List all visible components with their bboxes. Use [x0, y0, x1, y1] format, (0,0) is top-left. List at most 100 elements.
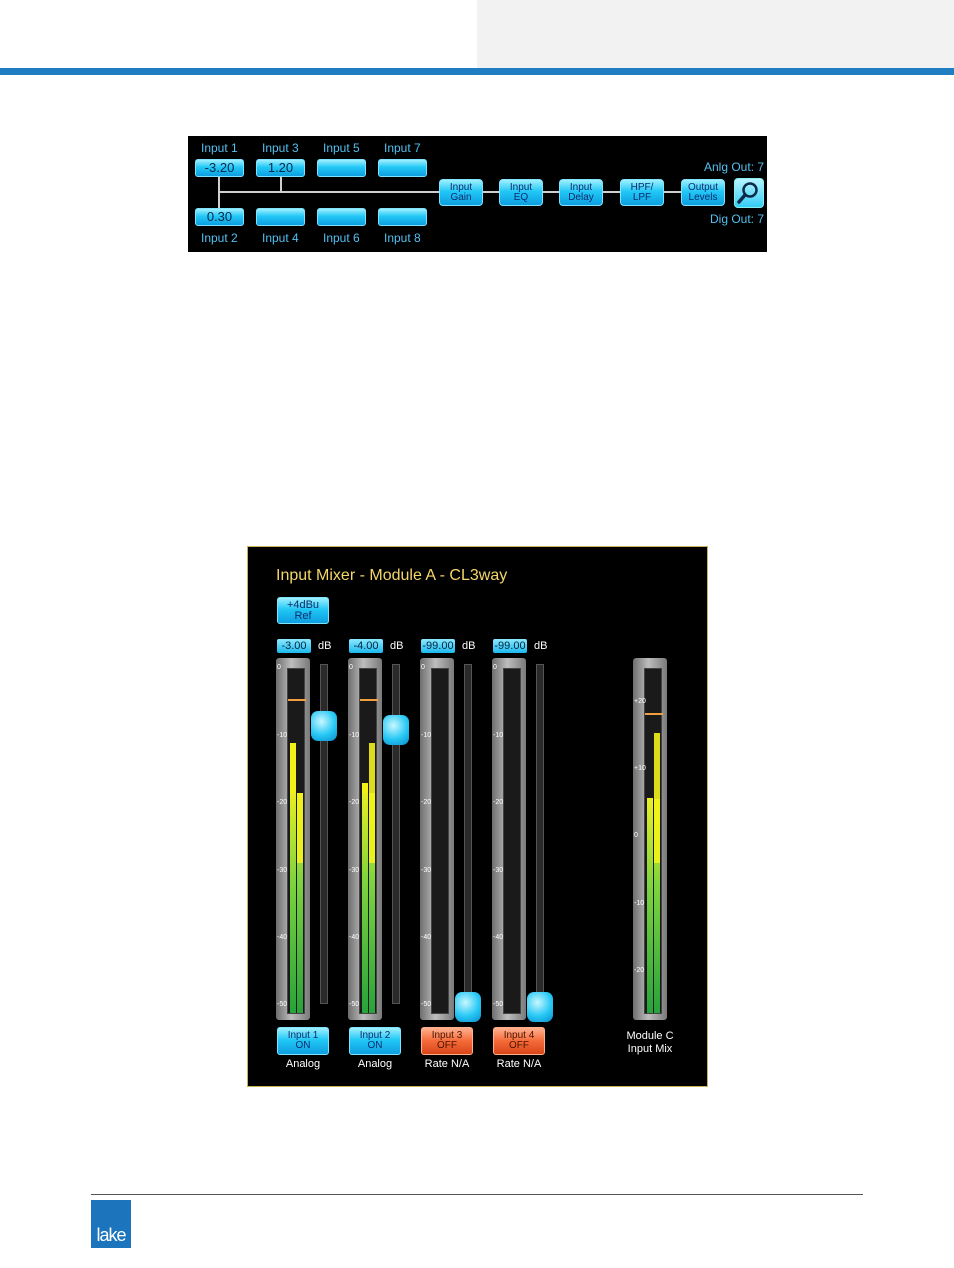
input-2-label: Input 2: [201, 231, 238, 245]
input-1-gain-button[interactable]: -3.20: [195, 159, 244, 177]
scale-minus30: -30: [421, 867, 432, 874]
block-link: [664, 191, 681, 193]
input-4-label: Input 4: [262, 231, 299, 245]
scale-0: 0: [421, 664, 425, 671]
channel-4-fader-track[interactable]: [536, 664, 544, 1004]
db-unit-label: dB: [462, 640, 476, 652]
peak-hold-marker: [288, 699, 306, 701]
input-8-gain-button[interactable]: [378, 208, 427, 226]
magnifier-icon: [737, 182, 758, 204]
level-peak-right: [297, 793, 303, 863]
scale-minus10: -10: [349, 732, 360, 739]
module-c-mix-meter: +20 +10 0 -10 -20: [633, 658, 667, 1020]
scale-minus50: -50: [349, 1001, 360, 1008]
db-unit-label: dB: [534, 640, 548, 652]
block-link: [543, 191, 559, 193]
signal-routing-panel: Input 1 Input 3 Input 5 Input 7 -3.20 1.…: [188, 136, 767, 252]
input-1-2-link: [218, 176, 220, 208]
channel-3-source-label: Rate N/A: [424, 1058, 470, 1070]
level-bar-right: [369, 793, 375, 1013]
footer-rule: [91, 1194, 863, 1195]
level-bar-left: [362, 793, 368, 1013]
level-bar-left: [290, 793, 296, 1013]
channel-1-meter: 0 -10 -20 -30 -40 -50: [276, 658, 310, 1020]
scale-minus20: -20: [349, 799, 360, 806]
lake-logo: lake: [91, 1200, 131, 1248]
input-7-gain-button[interactable]: [378, 159, 427, 177]
scale-minus50: -50: [421, 1001, 432, 1008]
channel-2-fader-knob[interactable]: [383, 715, 409, 745]
scale-minus40: -40: [421, 934, 432, 941]
level-peak-left: [647, 798, 653, 799]
channel-2-fader-track[interactable]: [392, 664, 400, 1004]
input-4-gain-button[interactable]: [256, 208, 305, 226]
zoom-button[interactable]: [734, 178, 764, 208]
scale-minus30: -30: [349, 867, 360, 874]
scale-minus40: -40: [349, 934, 360, 941]
scale-minus10: -10: [421, 732, 432, 739]
scale-minus20: -20: [493, 799, 504, 806]
analog-out-label: Anlg Out: 7: [704, 160, 765, 174]
channel-3-fader-knob[interactable]: [455, 992, 481, 1022]
channel-1-fader-track[interactable]: [320, 664, 328, 1004]
meter-well: [287, 668, 306, 1014]
mix-scale-minus20: -20: [634, 967, 645, 974]
meter-well: [431, 668, 449, 1014]
input-6-gain-button[interactable]: [317, 208, 366, 226]
input-7-label: Input 7: [384, 141, 421, 155]
input-1-label: Input 1: [201, 141, 238, 155]
channel-4-source-label: Rate N/A: [496, 1058, 542, 1070]
header-band: [477, 0, 954, 70]
channel-4-fader-knob[interactable]: [527, 992, 553, 1022]
scale-minus30: -30: [277, 867, 288, 874]
peak-hold-marker: [360, 699, 378, 701]
meter-well: [644, 668, 663, 1014]
input-2-gain-button[interactable]: 0.30: [195, 208, 244, 226]
mix-label-line2: Input Mix: [627, 1043, 673, 1055]
channel-1-gain-field[interactable]: -3.00: [277, 639, 311, 653]
scale-minus20: -20: [421, 799, 432, 806]
scale-minus30: -30: [493, 867, 504, 874]
scale-0: 0: [277, 664, 281, 671]
input-6-label: Input 6: [323, 231, 360, 245]
input-3-gain-button[interactable]: 1.20: [256, 159, 305, 177]
channel-2-gain-field[interactable]: -4.00: [349, 639, 383, 653]
peak-hold-marker: [645, 713, 663, 715]
mix-scale-plus20: +20: [634, 698, 646, 705]
level-peak-left: [362, 783, 368, 793]
mix-scale-0: 0: [634, 832, 638, 839]
channel-1-source-label: Analog: [285, 1058, 321, 1070]
channel-4-meter: 0 -10 -20 -30 -40 -50: [492, 658, 526, 1020]
level-peak-right: [654, 733, 660, 863]
digital-out-label: Dig Out: 7: [710, 212, 765, 226]
channel-3-meter: 0 -10 -20 -30 -40 -50: [420, 658, 454, 1020]
mix-scale-plus10: +10: [634, 765, 646, 772]
input-3-label: Input 3: [262, 141, 299, 155]
mixer-title: Input Mixer - Module A - CL3way: [276, 567, 508, 584]
channel-3-fader-track[interactable]: [464, 664, 472, 1004]
channel-4-gain-field[interactable]: -99.00: [493, 639, 527, 653]
scale-minus10: -10: [277, 732, 288, 739]
input-3-link: [280, 176, 282, 192]
level-bar-left: [647, 799, 653, 1013]
channel-3-gain-field[interactable]: -99.00: [421, 639, 455, 653]
channel-1-fader-knob[interactable]: [311, 711, 337, 741]
header-rule: [0, 68, 954, 75]
level-bar-right: [297, 793, 303, 1013]
scale-0: 0: [349, 664, 353, 671]
scale-minus50: -50: [493, 1001, 504, 1008]
input-5-gain-button[interactable]: [317, 159, 366, 177]
hpf-lpf-block[interactable]: HPF/LPF: [620, 179, 664, 206]
level-bar-right: [654, 799, 660, 1013]
db-unit-label: dB: [318, 640, 332, 652]
